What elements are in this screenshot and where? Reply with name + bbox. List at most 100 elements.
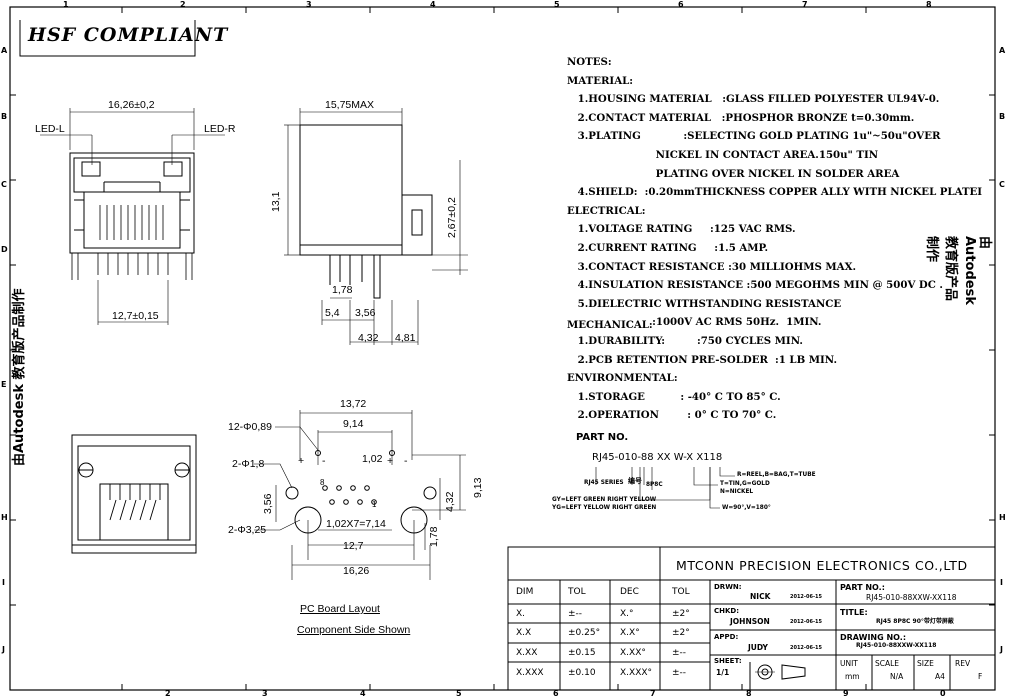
dim-side-4-32: 4,32 [358, 332, 379, 344]
tol-cell: ±-- [672, 668, 687, 678]
zone-bottom-0: 0 [940, 689, 946, 698]
zone-bottom-8: 8 [746, 689, 752, 698]
dim-side-1-78: 1,78 [332, 284, 353, 296]
notes-line: :1000V AC RMS 50Hz. 1MIN. [567, 316, 822, 329]
size-label: SIZE [917, 659, 934, 668]
tol-cell: X.XX [516, 648, 538, 658]
notes-line: NOTES: [567, 56, 612, 68]
notes-line: 5.DIELECTRIC WITHSTANDING RESISTANCE [567, 297, 842, 310]
dim-side-height: 13,1 [270, 191, 282, 212]
title-label: TITLE: [840, 608, 868, 617]
zone-row-b-right: B [999, 112, 1006, 121]
drwn-label: DRWN: [714, 583, 742, 591]
label-minus-left: - [322, 455, 326, 467]
chkd-label: CHKD: [714, 607, 740, 615]
pn-series: RJ45 SERIES [584, 480, 624, 486]
notes-line: 2.CURRENT RATING :1.5 AMP. [567, 241, 769, 254]
title-value: RJ45 8P8C 90°带灯带屏蔽 [876, 618, 954, 625]
notes-line: 1.VOLTAGE RATING :125 VAC RMS. [567, 223, 796, 236]
chkd-name: JOHNSON [730, 617, 770, 626]
notes-line: ENVIRONMENTAL: [567, 372, 678, 385]
zone-bottom-7: 7 [650, 689, 656, 698]
dim-pcb-16-26: 16,26 [343, 565, 370, 577]
notes-line: ELECTRICAL: [567, 204, 646, 217]
sheet-value: 1/1 [716, 668, 730, 677]
company-name: MTCONN PRECISION ELECTRONICS CO.,LTD [676, 558, 968, 573]
dim-pcb-pitch-total: 1,02X7=7,14 [326, 518, 386, 530]
zone-col-3: 3 [306, 0, 312, 9]
tol-cell: X.° [620, 609, 634, 619]
label-plus-left: + [298, 455, 305, 467]
tol-cell: X.X° [620, 628, 640, 638]
notes-block: NOTES: MATERIAL: 1.HOUSING MATERIAL :GLA… [567, 53, 982, 425]
notes-line: 4.INSULATION RESISTANCE :500 MEGOHMS MIN… [567, 279, 943, 292]
dim-pcb-9-13: 9,13 [472, 477, 484, 498]
tol-cell: X.X [516, 628, 532, 638]
zone-col-7: 7 [802, 0, 808, 9]
pn-reel: R=REEL,B=BAG,T=TUBE [737, 472, 816, 478]
notes-line: 2.PCB RETENTION PRE-SOLDER :1 LB MIN. [567, 353, 837, 366]
part-no-code: RJ45-010-88 XX W-X X118 [592, 452, 723, 463]
notes-line: 1.HOUSING MATERIAL :GLASS FILLED POLYEST… [567, 93, 940, 106]
pn-angle: W=90°,V=180° [722, 505, 771, 511]
dim-side-shield: 2,67±0,2 [446, 197, 458, 238]
hsf-compliant-stamp: HSF COMPLIANT [28, 24, 229, 46]
tol-cell: ±2° [672, 628, 690, 638]
notes-line: 2.OPERATION : 0° C TO 70° C. [567, 409, 777, 422]
caption-pc-board-layout: PC Board Layout [300, 603, 380, 615]
zone-row-j-right: J [1000, 645, 1003, 654]
tol-cell: X.XXX [516, 668, 544, 678]
dim-pcb-pitch: 1,02 [362, 453, 383, 465]
watermark-left: 由Autodesk 教育版产品制作 [12, 288, 27, 467]
dim-pcb-3-56: 3,56 [262, 493, 274, 514]
label-plus-right: + [387, 455, 394, 467]
notes-line: 3.CONTACT RESISTANCE :30 MILLIOHMS MAX. [567, 260, 857, 273]
notes-line: 2.CONTACT MATERIAL :PHOSPHOR BRONZE t=0.… [567, 111, 915, 124]
zone-row-c: C [1, 180, 7, 189]
notes-line: 4.SHIELD: :0.20mmTHICKNESS COPPER ALLY W… [567, 186, 983, 199]
tol-header-tol: TOL [568, 587, 586, 597]
zone-col-8: 8 [926, 0, 932, 9]
watermark-right: 由Autodesk 教育版产品制作 [924, 236, 992, 305]
drwn-date: 2012-06-15 [790, 594, 822, 600]
zone-bottom-4: 4 [360, 689, 366, 698]
notes-line: MATERIAL: [567, 74, 634, 87]
notes-line: 1.DURABILITY: :750 CYCLES MIN. [567, 334, 803, 347]
label-pin-8: 8 [320, 478, 325, 487]
zone-col-4: 4 [430, 0, 436, 9]
chkd-date: 2012-06-15 [790, 619, 822, 625]
notes-line: 1.STORAGE : -40° C TO 85° C. [567, 390, 781, 403]
tol-header-dim: DIM [516, 587, 534, 597]
rev-value: F [978, 672, 983, 681]
notes-line: NICKEL IN CONTACT AREA.150u" TIN [567, 148, 879, 161]
dim-side-depth: 15,75MAX [325, 99, 375, 111]
zone-col-1: 1 [63, 0, 69, 9]
pn-plating: T=TIN,G=GOLD [720, 481, 770, 487]
pn-code-label: 编号 [628, 477, 642, 485]
appd-name: JUDY [748, 643, 768, 652]
dim-pcb-1-78: 1,78 [428, 526, 440, 547]
zone-row-i: I [2, 578, 5, 587]
tol-cell: X.XXX° [620, 668, 653, 678]
sheet-label: SHEET: [714, 657, 742, 665]
zone-col-6: 6 [678, 0, 684, 9]
label-minus-right: - [404, 455, 408, 467]
appd-label: APPD: [714, 633, 739, 641]
label-holes-small: 12-Φ0,89 [228, 421, 272, 433]
zone-row-d: D [1, 245, 8, 254]
zone-row-h: H [1, 513, 8, 522]
zone-row-b: B [1, 112, 8, 121]
pn-nickel: N=NICKEL [720, 489, 754, 495]
part-no-tb-value: RJ45-010-88XXW-XX118 [866, 593, 957, 602]
size-value: A4 [935, 672, 945, 681]
zone-row-a: A [1, 46, 8, 55]
zone-row-j: J [2, 645, 5, 654]
tol-cell: X. [516, 609, 526, 619]
unit-label: UNIT [840, 659, 858, 668]
pn-config: 8P8C [646, 482, 663, 488]
zone-bottom-6: 6 [553, 689, 559, 698]
notes-mechanical-heading: MECHANICAL: [567, 319, 653, 331]
tol-cell: ±0.15 [568, 648, 596, 658]
dim-side-4-81: 4,81 [395, 332, 416, 344]
zone-bottom-9: 9 [843, 689, 849, 698]
